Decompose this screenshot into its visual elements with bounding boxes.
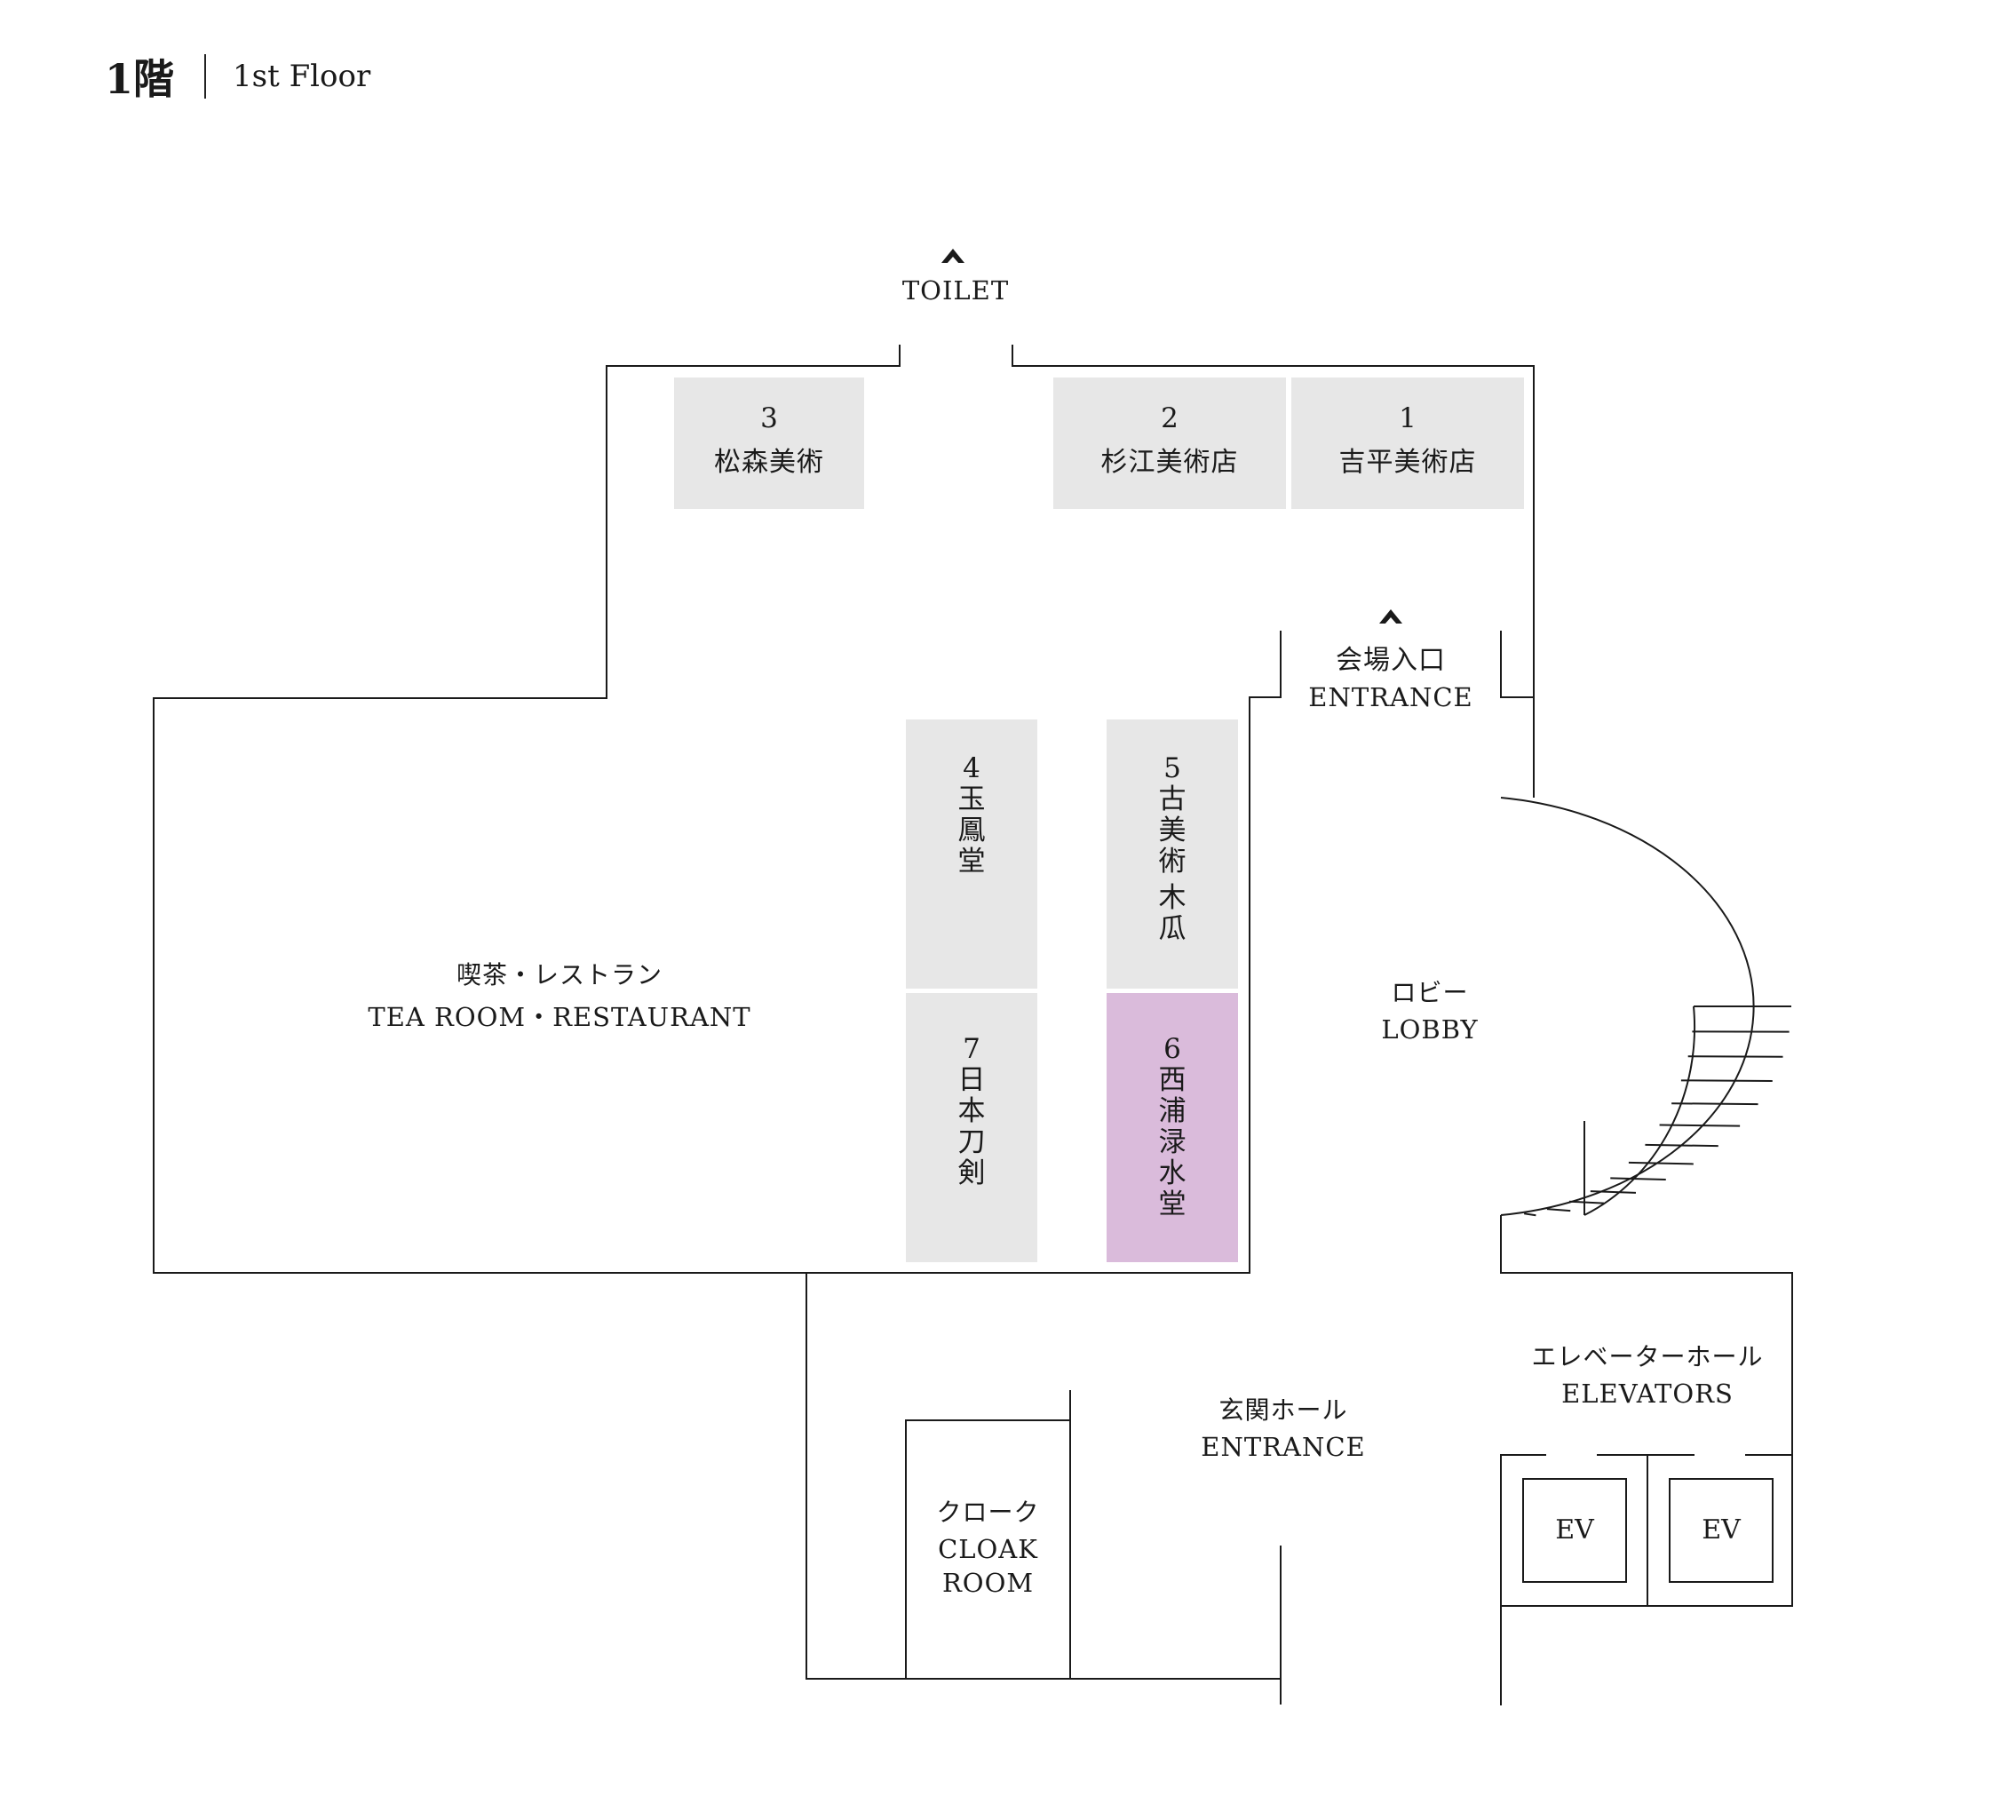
- lobby-label: ロビー LOBBY: [1359, 974, 1501, 1045]
- booth-name: 吉平美術店: [1338, 447, 1477, 478]
- booth-5-area[interactable]: [1107, 719, 1238, 989]
- elevators-label: エレベーターホール ELEVATORS: [1510, 1338, 1785, 1409]
- stair-tread: [1590, 1190, 1636, 1194]
- cloak-jp: クローク: [936, 1498, 1040, 1527]
- toilet-arrow-icon: [941, 249, 964, 264]
- cloak-en-line2: ROOM: [941, 1568, 1035, 1598]
- booth-name-char: 美: [1158, 815, 1187, 846]
- venue-entrance-label[interactable]: 会場入口 ENTRANCE: [1284, 638, 1497, 712]
- entrance-hall-en: ENTRANCE: [1201, 1432, 1366, 1462]
- booth-name-char: 鳳: [957, 815, 986, 846]
- elevator-car-2: [1669, 1478, 1774, 1583]
- header-divider: [204, 54, 207, 99]
- entrance-hall-label: 玄関ホール ENTRANCE: [1172, 1391, 1394, 1462]
- booth-number: 2: [1161, 402, 1179, 434]
- booth-6-label: 6 西 浦 渌 水 堂: [1146, 1034, 1199, 1220]
- booth-name-char: 瓜: [1158, 913, 1187, 945]
- booth-7-label: 7 日 本 刀 剣: [945, 1034, 998, 1189]
- stair-tread: [1671, 1102, 1758, 1106]
- booth-2-area[interactable]: [1053, 378, 1286, 509]
- wall-entrance-right: [1500, 631, 1534, 698]
- wall-cloak: [905, 1419, 1070, 1679]
- booth-name-char: 水: [1158, 1157, 1187, 1189]
- booth-name-char: 渌: [1158, 1126, 1187, 1158]
- booth-1-area[interactable]: [1291, 378, 1524, 509]
- venue-entrance-jp: 会場入口: [1336, 645, 1446, 676]
- booth-3-area[interactable]: [674, 378, 864, 509]
- tea-room-jp: 喫茶・レストラン: [456, 960, 663, 989]
- entrance-arrow-icon: [1379, 609, 1402, 624]
- staircase: [1500, 1005, 1791, 1217]
- booth-name: 杉江美術店: [1100, 447, 1239, 478]
- elevator-2-label[interactable]: EV: [1702, 1514, 1741, 1546]
- stair-tread: [1628, 1161, 1694, 1165]
- booth-3-label: 3 松森美術: [674, 402, 864, 479]
- lobby-en: LOBBY: [1381, 1014, 1479, 1045]
- toilet-label[interactable]: TOILET: [885, 275, 1027, 306]
- stair-tread: [1546, 1208, 1571, 1212]
- booth-name-char: 堂: [1158, 1188, 1187, 1220]
- booth-name-char: 玉: [957, 783, 986, 815]
- booth-4-label: 4 玉 鳳 堂: [945, 753, 998, 878]
- wall-elevator-bottom: [1501, 1455, 1793, 1607]
- tea-room-en: TEA ROOM・RESTAURANT: [368, 1002, 751, 1032]
- booth-name-char: 西: [1158, 1064, 1187, 1096]
- stair-tread: [1524, 1212, 1536, 1217]
- elevator-1-label[interactable]: EV: [1555, 1514, 1594, 1546]
- wall-elevator-left: [1500, 1454, 1546, 1705]
- cloak-en-line1: CLOAK: [938, 1534, 1038, 1564]
- booth-name-char: 術: [1158, 846, 1187, 878]
- entrance-hall-jp: 玄関ホール: [1218, 1395, 1348, 1425]
- elevator-car-1: [1522, 1478, 1627, 1583]
- wall-main: [153, 345, 1282, 1274]
- booth-name-char: 浦: [1158, 1095, 1187, 1127]
- booth-name-char: 剣: [957, 1157, 986, 1189]
- booth-name-char: 日: [957, 1064, 986, 1096]
- booth-name: 松森美術: [714, 447, 824, 478]
- toilet-text: TOILET: [901, 275, 1010, 306]
- elevators-en: ELEVATORS: [1561, 1379, 1734, 1409]
- booth-name-char: 堂: [957, 846, 986, 878]
- booth-name-char: 本: [957, 1095, 986, 1127]
- booth-number: 5: [1163, 752, 1181, 784]
- elevators-jp: エレベーターホール: [1531, 1342, 1764, 1371]
- booth-name-char: 古: [1158, 783, 1187, 815]
- booth-6-area[interactable]: [1107, 993, 1238, 1262]
- booth-1-label: 1 吉平美術店: [1291, 402, 1524, 479]
- lobby-jp: ロビー: [1391, 978, 1469, 1007]
- wall-main-right: [1012, 345, 1535, 798]
- wall-entrance-hall: [806, 1273, 1282, 1705]
- stair-tread: [1610, 1177, 1666, 1181]
- booth-4-area[interactable]: [906, 719, 1037, 989]
- venue-entrance-en: ENTRANCE: [1308, 682, 1473, 712]
- booth-2-label: 2 杉江美術店: [1053, 402, 1286, 479]
- booth-number: 6: [1163, 1033, 1181, 1065]
- booth-5-label: 5 古 美 術 木 瓜: [1146, 753, 1199, 945]
- floor-title-en: 1st Floor: [233, 59, 371, 94]
- floor-header: 1階 1st Floor: [105, 50, 370, 103]
- stair-tread: [1680, 1079, 1773, 1083]
- tea-room-label[interactable]: 喫茶・レストラン TEA ROOM・RESTAURANT: [337, 956, 782, 1034]
- wall-lower-right: [1500, 1215, 1793, 1455]
- booth-number: 3: [760, 402, 778, 434]
- booth-number: 1: [1399, 402, 1417, 434]
- cloak-room-label[interactable]: クローク CLOAK ROOM: [906, 1493, 1070, 1598]
- floor-title-jp: 1階: [105, 55, 175, 103]
- booth-number: 7: [963, 1033, 980, 1065]
- booth-name-char: 木: [1158, 882, 1187, 914]
- booth-number: 4: [963, 752, 980, 784]
- stair-tread: [1645, 1143, 1718, 1148]
- booth-name-char: 刀: [957, 1126, 986, 1158]
- booth-7-area[interactable]: [906, 993, 1037, 1262]
- stair-tread: [1568, 1200, 1605, 1204]
